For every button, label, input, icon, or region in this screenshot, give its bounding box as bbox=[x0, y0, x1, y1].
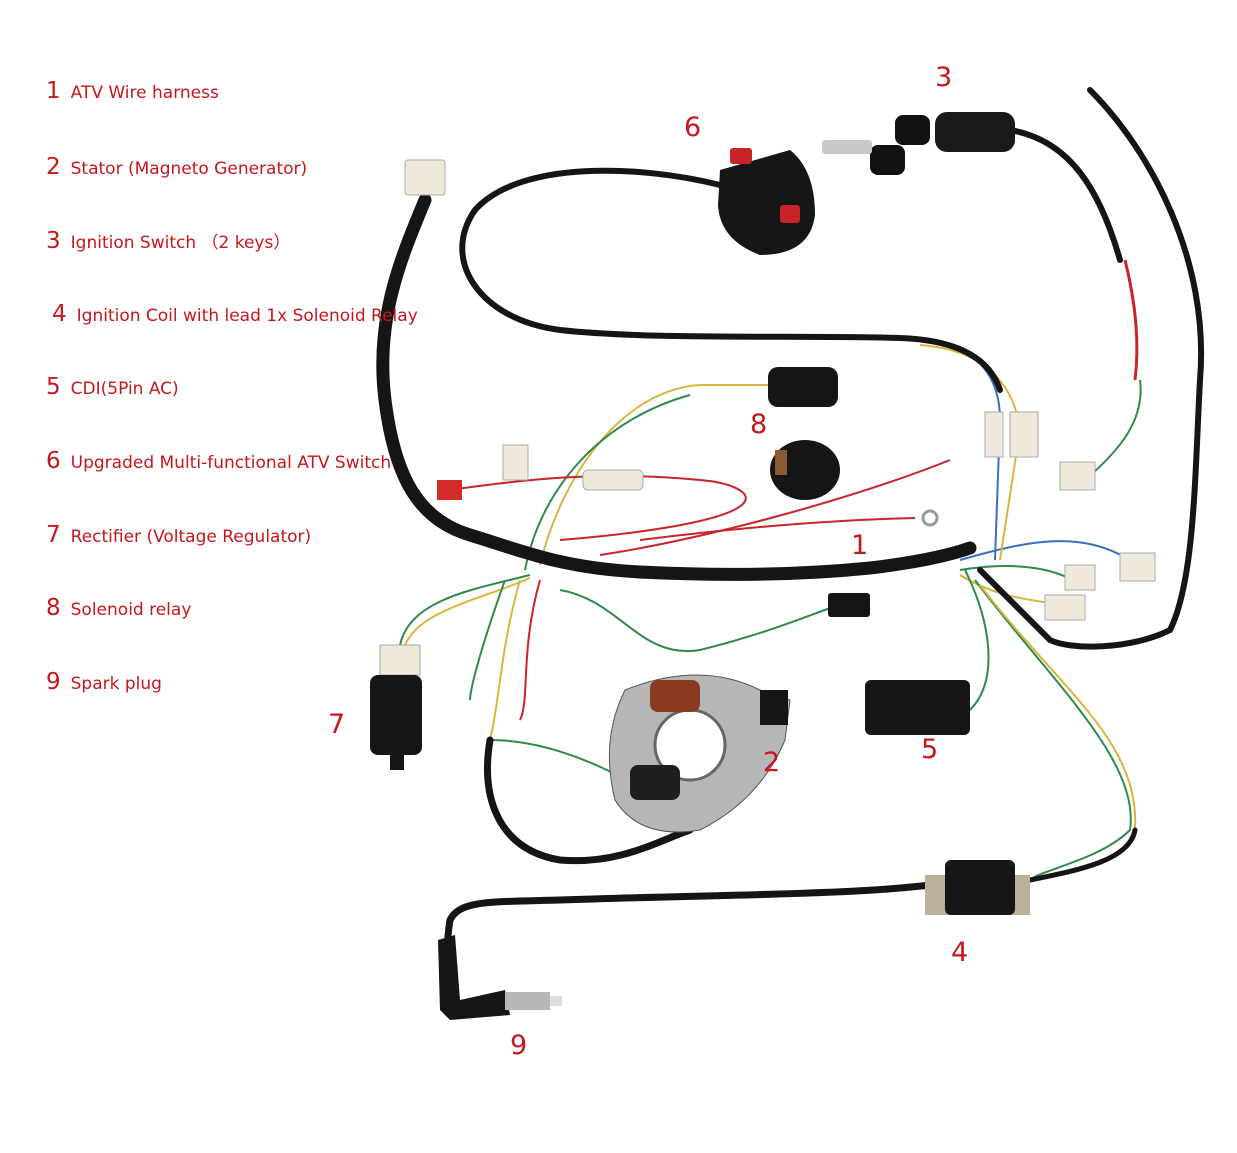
wire-cdi bbox=[964, 569, 990, 711]
switch-loop bbox=[459, 167, 1003, 393]
coil-lead bbox=[443, 881, 934, 1004]
stator-harness bbox=[484, 736, 694, 865]
wire-switch-colors-2 bbox=[919, 344, 1022, 561]
legend-label: Rectifier (Voltage Regulator) bbox=[70, 527, 312, 547]
atv-switch bbox=[718, 148, 815, 255]
wire-coil-yellow bbox=[979, 584, 1137, 831]
callout-7: 7 bbox=[328, 709, 346, 740]
legend-item-6: 6 Upgraded Multi-functional ATV Switch bbox=[46, 448, 391, 474]
spark-plug bbox=[438, 935, 562, 1020]
solenoid-relay bbox=[768, 367, 840, 500]
legend-label: Stator (Magneto Generator) bbox=[70, 159, 308, 179]
wire-ign-green bbox=[1084, 379, 1142, 481]
coil-ground bbox=[1027, 827, 1138, 883]
wire-blue-right bbox=[959, 540, 1131, 561]
wire-red-ring bbox=[639, 517, 916, 541]
ring-terminal bbox=[921, 509, 939, 527]
cdi-box bbox=[865, 680, 970, 735]
outer-loop bbox=[977, 87, 1205, 650]
legend-label: Upgraded Multi-functional ATV Switch bbox=[70, 453, 392, 473]
legend-item-5: 5 CDI(5Pin AC) bbox=[46, 374, 179, 400]
callout-2: 2 bbox=[763, 747, 781, 778]
thin-wires bbox=[399, 259, 1142, 881]
ignition-switch bbox=[822, 112, 1015, 175]
wire-red-relay bbox=[599, 459, 951, 556]
legend-number: 3 bbox=[46, 228, 61, 254]
wire-stator-2 bbox=[519, 579, 541, 721]
stator bbox=[608, 674, 791, 833]
legend-number: 2 bbox=[46, 154, 61, 180]
legend-label: Ignition Switch （2 keys） bbox=[70, 233, 291, 253]
legend-item-1: 1 ATV Wire harness bbox=[46, 78, 219, 104]
wire-green-loop bbox=[559, 589, 841, 653]
rectifier bbox=[370, 675, 422, 770]
callout-4: 4 bbox=[951, 937, 969, 968]
legend-item-8: 8 Solenoid relay bbox=[46, 595, 191, 621]
legend-label: CDI(5Pin AC) bbox=[70, 379, 179, 399]
legend-number: 9 bbox=[46, 669, 61, 695]
legend-label: Ignition Coil with lead 1x Solenoid Rela… bbox=[76, 306, 418, 326]
connectors bbox=[379, 159, 1156, 676]
legend-number: 8 bbox=[46, 595, 61, 621]
callout-1: 1 bbox=[851, 530, 869, 561]
wire-yellow-rect bbox=[404, 577, 531, 646]
callout-9: 9 bbox=[510, 1030, 528, 1061]
wire-stator-3 bbox=[469, 579, 506, 701]
legend-label: ATV Wire harness bbox=[70, 83, 219, 103]
wire-green bbox=[524, 394, 691, 571]
wire-coil bbox=[974, 579, 1132, 881]
legend-number: 1 bbox=[46, 78, 61, 104]
wire-stator-1 bbox=[489, 579, 521, 741]
callout-6: 6 bbox=[684, 112, 702, 143]
legend-item-4: 4 Ignition Coil with lead 1x Solenoid Rel… bbox=[52, 301, 418, 327]
legend-number: 6 bbox=[46, 448, 61, 474]
legend-number: 5 bbox=[46, 374, 61, 400]
wire-ign-red bbox=[1123, 259, 1139, 381]
ignition-coil bbox=[925, 860, 1030, 915]
callout-8: 8 bbox=[750, 409, 768, 440]
black-plug bbox=[828, 593, 870, 617]
callout-3: 3 bbox=[935, 62, 953, 93]
legend-number: 4 bbox=[52, 301, 67, 327]
legend-item-7: 7 Rectifier (Voltage Regulator) bbox=[46, 522, 311, 548]
legend-label: Solenoid relay bbox=[70, 600, 192, 620]
legend-item-2: 2 Stator (Magneto Generator) bbox=[46, 154, 307, 180]
wire-red-fuse bbox=[449, 474, 747, 541]
legend-label: Spark plug bbox=[70, 674, 162, 694]
legend-item-9: 9 Spark plug bbox=[46, 669, 162, 695]
callout-5: 5 bbox=[921, 734, 939, 765]
wire-green-rect bbox=[399, 574, 531, 646]
ignition-wire bbox=[1007, 127, 1123, 263]
legend-item-3: 3 Ignition Switch （2 keys） bbox=[46, 228, 290, 254]
harness-main bbox=[376, 193, 977, 581]
red-terminal bbox=[437, 480, 462, 500]
legend-number: 7 bbox=[46, 522, 61, 548]
